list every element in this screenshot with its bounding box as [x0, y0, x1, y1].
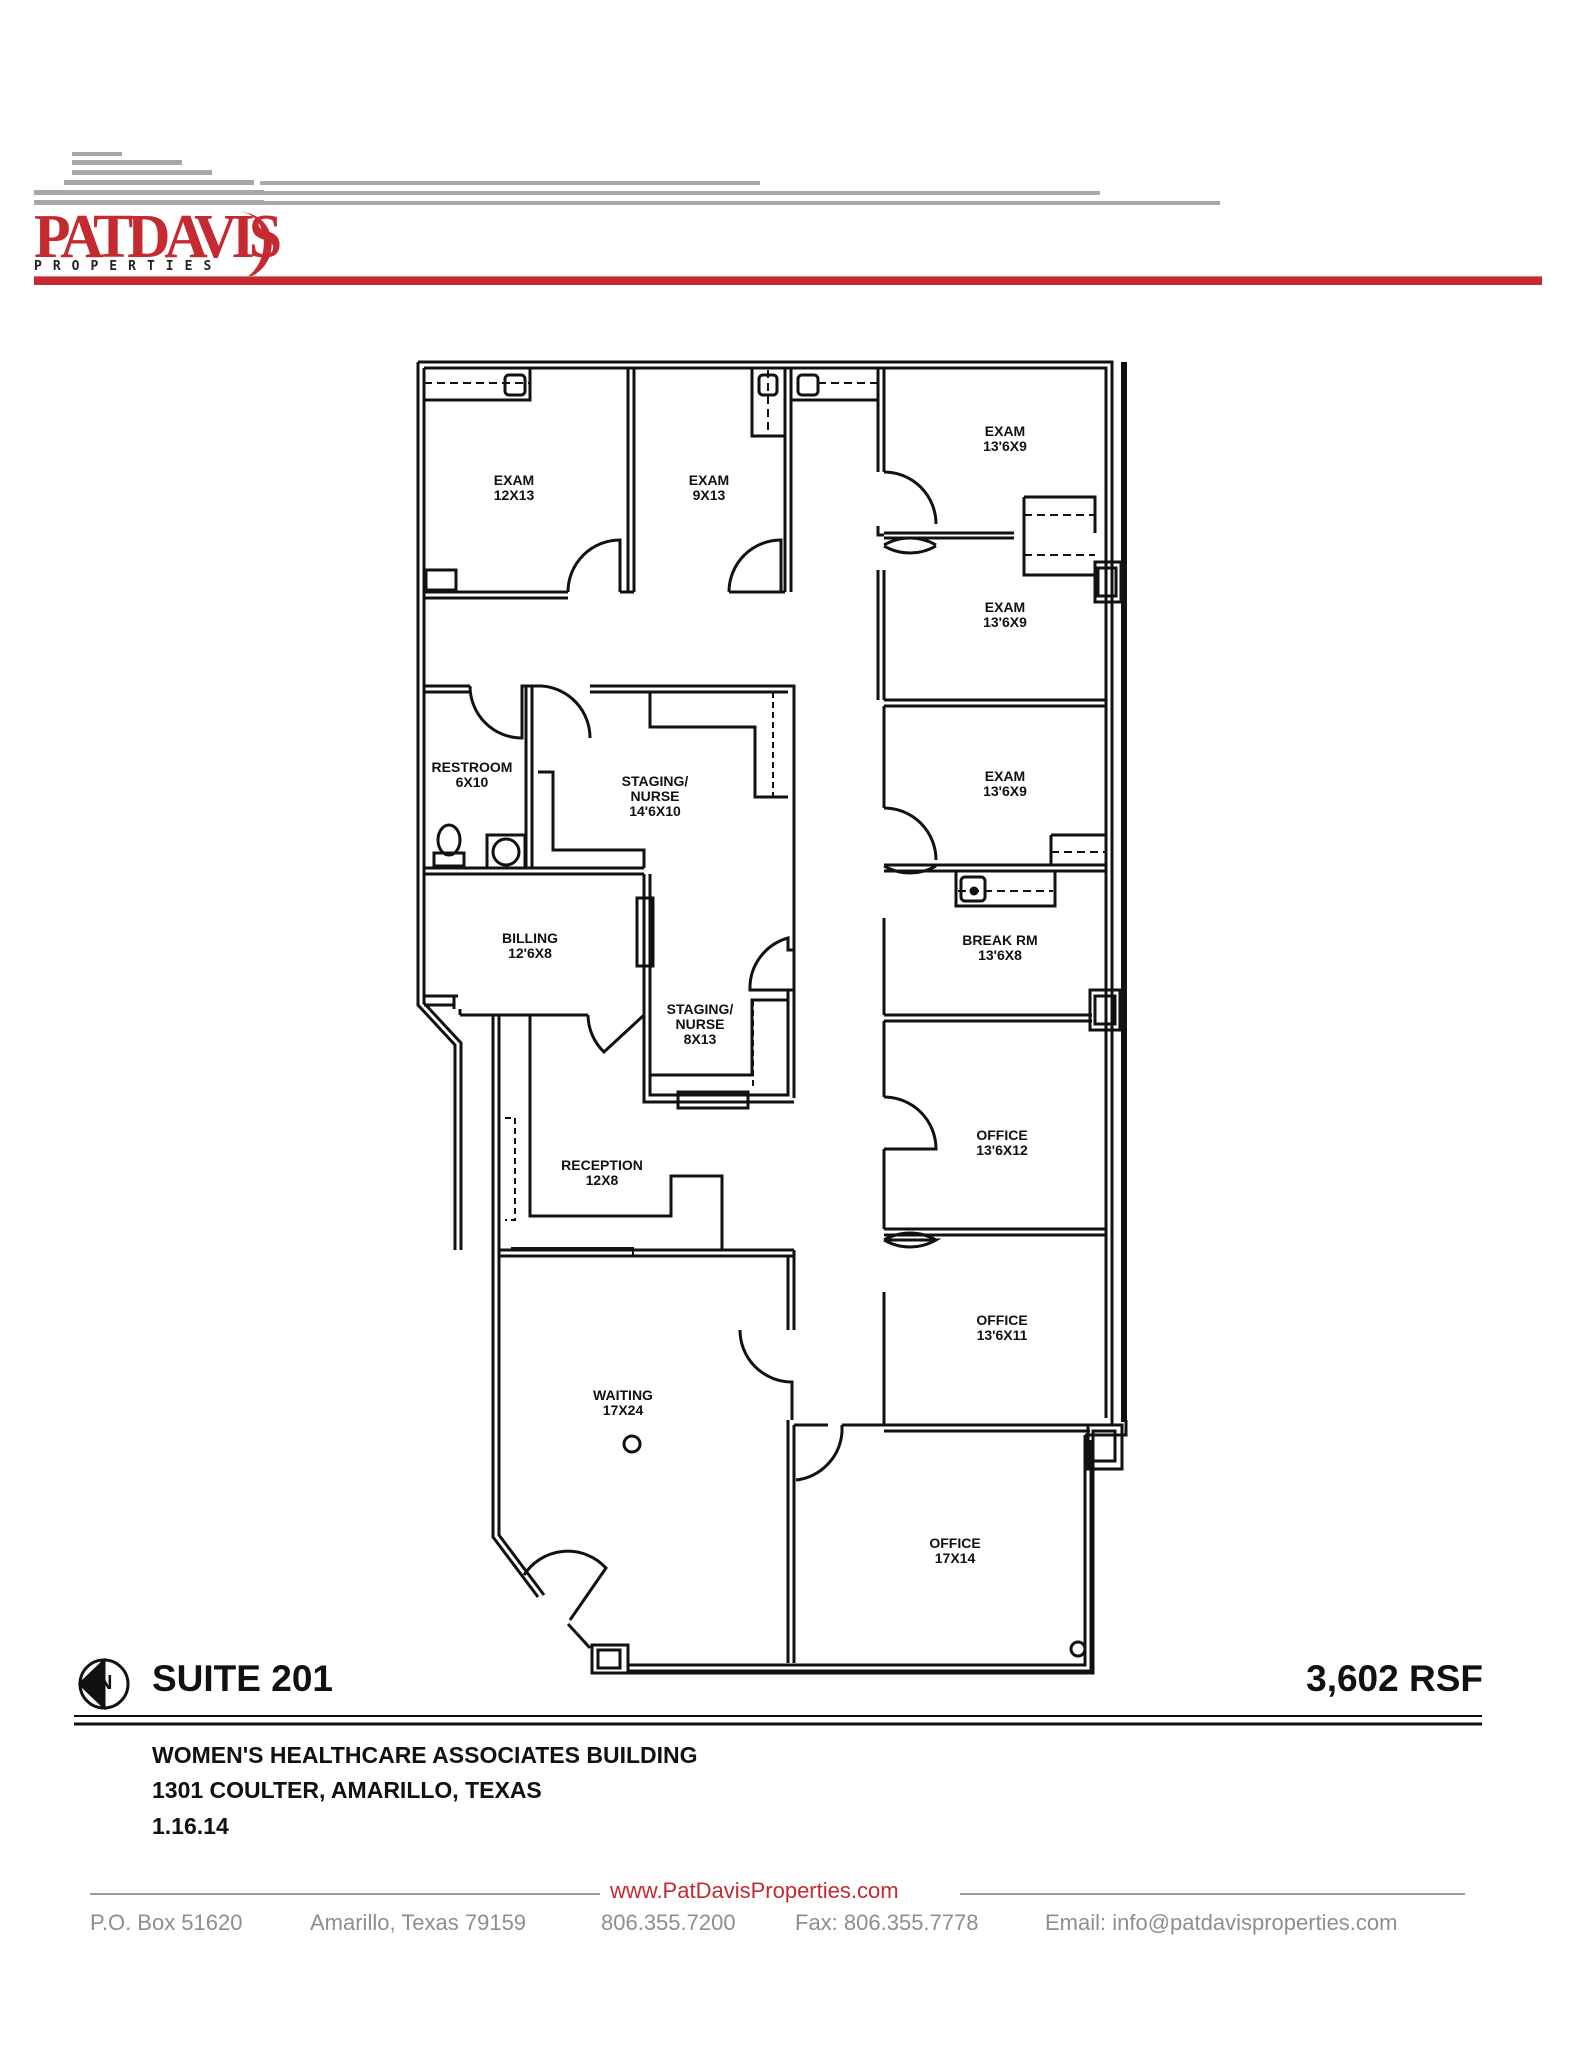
room-break-room: BREAK RM 13'6X8: [962, 933, 1037, 963]
suite-title: SUITE 201: [152, 1658, 333, 1699]
room-staging-nurse-1: STAGING/ NURSE 14'6X10: [622, 774, 689, 819]
waiting-entry: [522, 1434, 1087, 1675]
footer-rule-left: [90, 1893, 600, 1895]
room-name: EXAM: [984, 423, 1026, 439]
building-name: WOMEN'S HEALTHCARE ASSOCIATES BUILDING: [152, 1742, 698, 1768]
room-billing: BILLING 12'6X8: [502, 931, 558, 961]
room-waiting: WAITING 17X24: [593, 1388, 653, 1418]
room-staging-nurse-2: STAGING/ NURSE 8X13: [667, 1002, 734, 1047]
company-logo-text: PATDAVIS: [34, 201, 282, 271]
corridor-center: [738, 1250, 884, 1663]
room-size: 12X8: [585, 1172, 619, 1188]
exterior-walls: [416, 360, 1128, 1675]
room-name: EXAM: [984, 599, 1026, 615]
room-restroom: RESTROOM 6X10: [432, 760, 513, 790]
room-office-3: OFFICE 17X14: [929, 1536, 980, 1566]
room-size: 13'6X9: [983, 783, 1027, 799]
room-name: STAGING/: [621, 773, 689, 789]
po-box: P.O. Box 51620: [90, 1910, 243, 1935]
north-label: N: [98, 1672, 113, 1694]
room-name: BILLING: [502, 930, 558, 946]
fax-number: Fax: 806.355.7778: [795, 1910, 979, 1935]
room-name: RESTROOM: [431, 759, 513, 775]
room-name: OFFICE: [929, 1535, 981, 1551]
room-size: 13'6X9: [983, 438, 1027, 454]
rentable-square-feet: 3,602 RSF: [1306, 1658, 1483, 1699]
company-logo-subtext: PROPERTIES: [34, 259, 223, 274]
staging-nurse-2: [642, 936, 794, 1110]
footer-rule-right: [960, 1893, 1465, 1895]
right-rooms: [882, 470, 1124, 1471]
room-name-2: NURSE: [675, 1016, 725, 1032]
city-state-zip: Amarillo, Texas 79159: [310, 1910, 527, 1935]
room-name: RECEPTION: [561, 1157, 643, 1173]
header-divider: [34, 276, 1542, 285]
plan-date: 1.16.14: [152, 1813, 229, 1839]
north-arrow-icon: [77, 1657, 130, 1711]
room-exam-1: EXAM 12X13: [494, 473, 534, 503]
exam-rooms-top-left: [424, 368, 793, 600]
restroom-staging: [424, 684, 796, 1098]
room-exam-2: EXAM 9X13: [689, 473, 729, 503]
room-size: 13'6X11: [976, 1327, 1028, 1343]
room-size: 13'6X12: [976, 1142, 1028, 1158]
reception-area: [491, 1015, 794, 1258]
billing-room: [424, 874, 655, 1055]
room-size: 9X13: [692, 487, 726, 503]
phone-number: 806.355.7200: [601, 1910, 736, 1935]
room-name-2: NURSE: [630, 788, 680, 804]
room-name: OFFICE: [976, 1127, 1028, 1143]
room-name: OFFICE: [976, 1312, 1028, 1328]
room-name: EXAM: [984, 768, 1026, 784]
room-exam-4: EXAM 13'6X9: [983, 600, 1027, 630]
room-size: 17X14: [934, 1550, 976, 1566]
room-name: EXAM: [493, 472, 535, 488]
email-link[interactable]: Email: info@patdavisproperties.com: [1045, 1910, 1398, 1935]
room-size: 13'6X9: [983, 614, 1027, 630]
room-name: EXAM: [688, 472, 730, 488]
room-size: 17X24: [602, 1402, 644, 1418]
room-size: 8X13: [683, 1031, 717, 1047]
room-size: 12'6X8: [508, 945, 552, 961]
room-reception: RECEPTION 12X8: [561, 1158, 643, 1188]
room-office-1: OFFICE 13'6X12: [976, 1128, 1028, 1158]
room-size: 14'6X10: [629, 803, 681, 819]
room-name: BREAK RM: [962, 932, 1038, 948]
room-exam-3: EXAM 13'6X9: [983, 424, 1027, 454]
room-exam-5: EXAM 13'6X9: [983, 769, 1027, 799]
room-size: 13'6X8: [978, 947, 1022, 963]
room-size: 6X10: [455, 774, 489, 790]
room-office-2: OFFICE 13'6X11: [976, 1313, 1027, 1343]
room-name: STAGING/: [666, 1001, 734, 1017]
website-link[interactable]: www.PatDavisProperties.com: [610, 1878, 899, 1903]
building-address: 1301 COULTER, AMARILLO, TEXAS: [152, 1777, 542, 1803]
room-size: 12X13: [493, 487, 535, 503]
room-name: WAITING: [593, 1387, 653, 1403]
corridor-top-closet: [791, 368, 886, 700]
